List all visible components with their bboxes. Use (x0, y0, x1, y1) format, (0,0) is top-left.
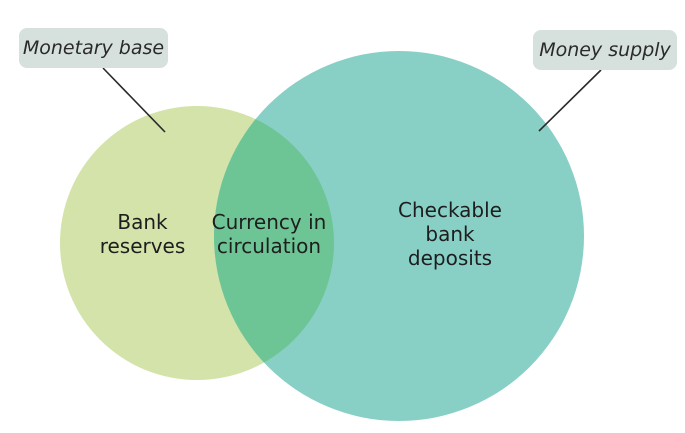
deposits-line-3: deposits (407, 246, 493, 270)
monetary-base-label: Monetary base (22, 37, 165, 59)
deposits-line-1: Checkable (398, 198, 502, 222)
checkable-bank-deposits-label: Checkable bank deposits (380, 198, 520, 270)
money-supply-leader-line (538, 69, 602, 132)
money-supply-label: Money supply (539, 39, 671, 61)
deposits-line-2: bank (425, 222, 475, 246)
money-supply-callout: Money supply (533, 30, 677, 70)
currency-in-circulation-label: Currency in circulation (205, 210, 333, 258)
currency-line-1: Currency in (211, 210, 327, 234)
money-supply-circle (214, 51, 584, 421)
bank-reserves-line-2: reserves (99, 234, 186, 258)
monetary-base-leader-line (102, 67, 166, 133)
bank-reserves-line-1: Bank (117, 210, 168, 234)
monetary-base-callout: Monetary base (19, 28, 168, 68)
bank-reserves-label: Bank reserves (80, 210, 205, 258)
currency-line-2: circulation (216, 234, 322, 258)
